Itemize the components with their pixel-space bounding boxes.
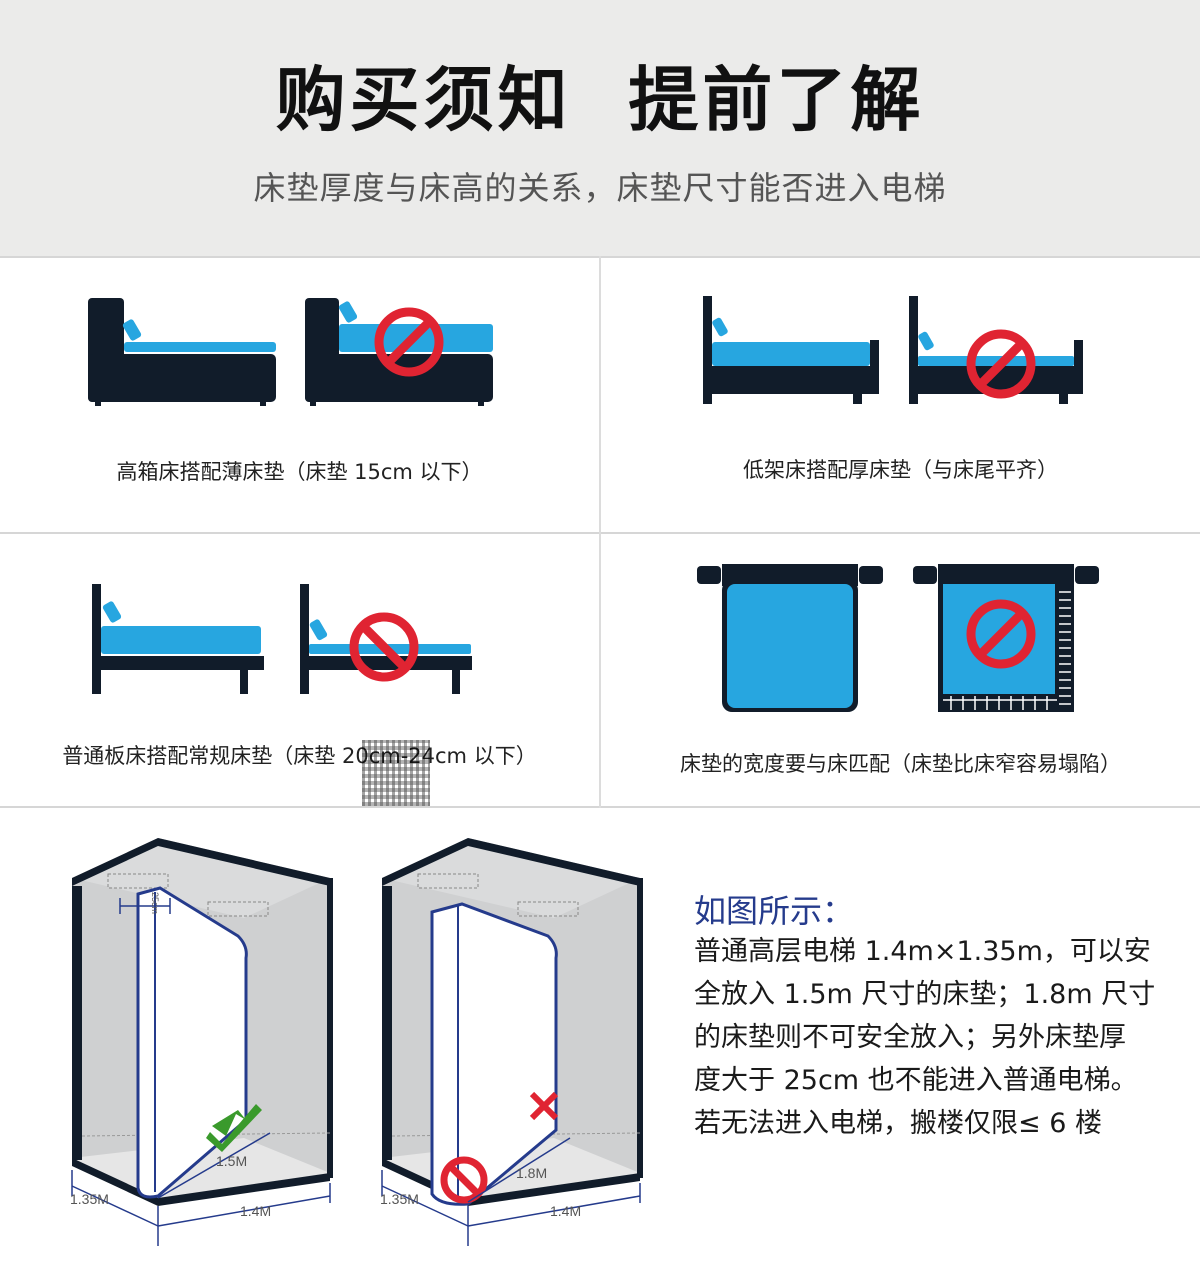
prohibit-icon [966,599,1036,669]
low-frame-bed-wrong-icon [909,296,1083,404]
elevator-right-diagram: 1.35M 1.4M 1.8M [380,838,643,1246]
note-line: 度大于 25cm 也不能进入普通电梯。 [694,1065,1138,1096]
note-body: 普通高层电梯 1.4m×1.35m，可以安 全放入 1.5m 尺寸的床垫；1.8… [694,930,1164,1145]
panel-width-match: 床垫的宽度要与床匹配（床垫比床窄容易塌陷） [601,534,1200,809]
bed-top-view-wrong-icon [913,564,1099,712]
depth-label: 1.35M [70,1191,109,1207]
platform-bed-illustration [92,584,472,694]
check-icon [212,1110,246,1136]
elevator-diagrams: 1.35M 1.4M 1.5M 25cm 1.35M 1.4M [70,838,643,1246]
note-line: 全放入 1.5m 尺寸的床垫；1.8m 尺寸 [694,979,1156,1010]
note-line: 的床垫则不可安全放入；另外床垫厚 [694,1022,1126,1053]
page-title: 购买须知 提前了解 [275,59,925,141]
mattress-size-label: 1.8M [516,1165,547,1181]
prohibit-icon [374,307,444,377]
width-label: 1.4M [240,1203,271,1219]
header-banner: 购买须知 提前了解 床垫厚度与床高的关系，床垫尺寸能否进入电梯 [0,0,1200,256]
depth-label: 1.35M [380,1191,419,1207]
thickness-label: 25cm [150,892,160,914]
panel-high-box-bed: 高箱床搭配薄床垫（床垫 15cm 以下） [0,258,599,533]
divider-vertical [599,256,601,808]
low-frame-bed-correct-icon [703,296,879,404]
high-box-bed-illustration [88,298,493,406]
prohibit-icon [966,329,1036,399]
note-line: 若无法进入电梯，搬楼仅限≤ 6 楼 [694,1108,1102,1139]
mattress-size-label: 1.5M [216,1153,247,1169]
qr-code-watermark [362,740,430,806]
elevator-left-diagram: 1.35M 1.4M 1.5M 25cm [70,838,333,1246]
note-heading: 如图所示： [694,892,855,930]
panel-caption: 高箱床搭配薄床垫（床垫 15cm 以下） [116,460,483,484]
prohibit-icon [349,612,419,682]
platform-bed-correct-icon [92,584,264,694]
page-subtitle: 床垫厚度与床高的关系，床垫尺寸能否进入电梯 [253,169,947,207]
panel-caption: 床垫的宽度要与床匹配（床垫比床窄容易塌陷） [680,752,1121,776]
panel-caption: 低架床搭配厚床垫（与床尾平齐） [743,458,1058,482]
panel-low-frame-bed: 低架床搭配厚床垫（与床尾平齐） [601,258,1200,533]
width-match-illustration [697,564,1099,712]
low-frame-bed-illustration [703,296,1083,404]
width-label: 1.4M [550,1203,581,1219]
prohibit-icon [440,1156,488,1204]
panel-platform-bed: 普通板床搭配常规床垫（床垫 20cm-24cm 以下） [0,534,599,809]
cross-icon [529,1091,559,1121]
high-box-bed-correct-icon [88,298,276,406]
bed-top-view-correct-icon [697,564,883,712]
note-line: 普通高层电梯 1.4m×1.35m，可以安 [694,936,1151,967]
panel-caption: 普通板床搭配常规床垫（床垫 20cm-24cm 以下） [62,744,537,768]
